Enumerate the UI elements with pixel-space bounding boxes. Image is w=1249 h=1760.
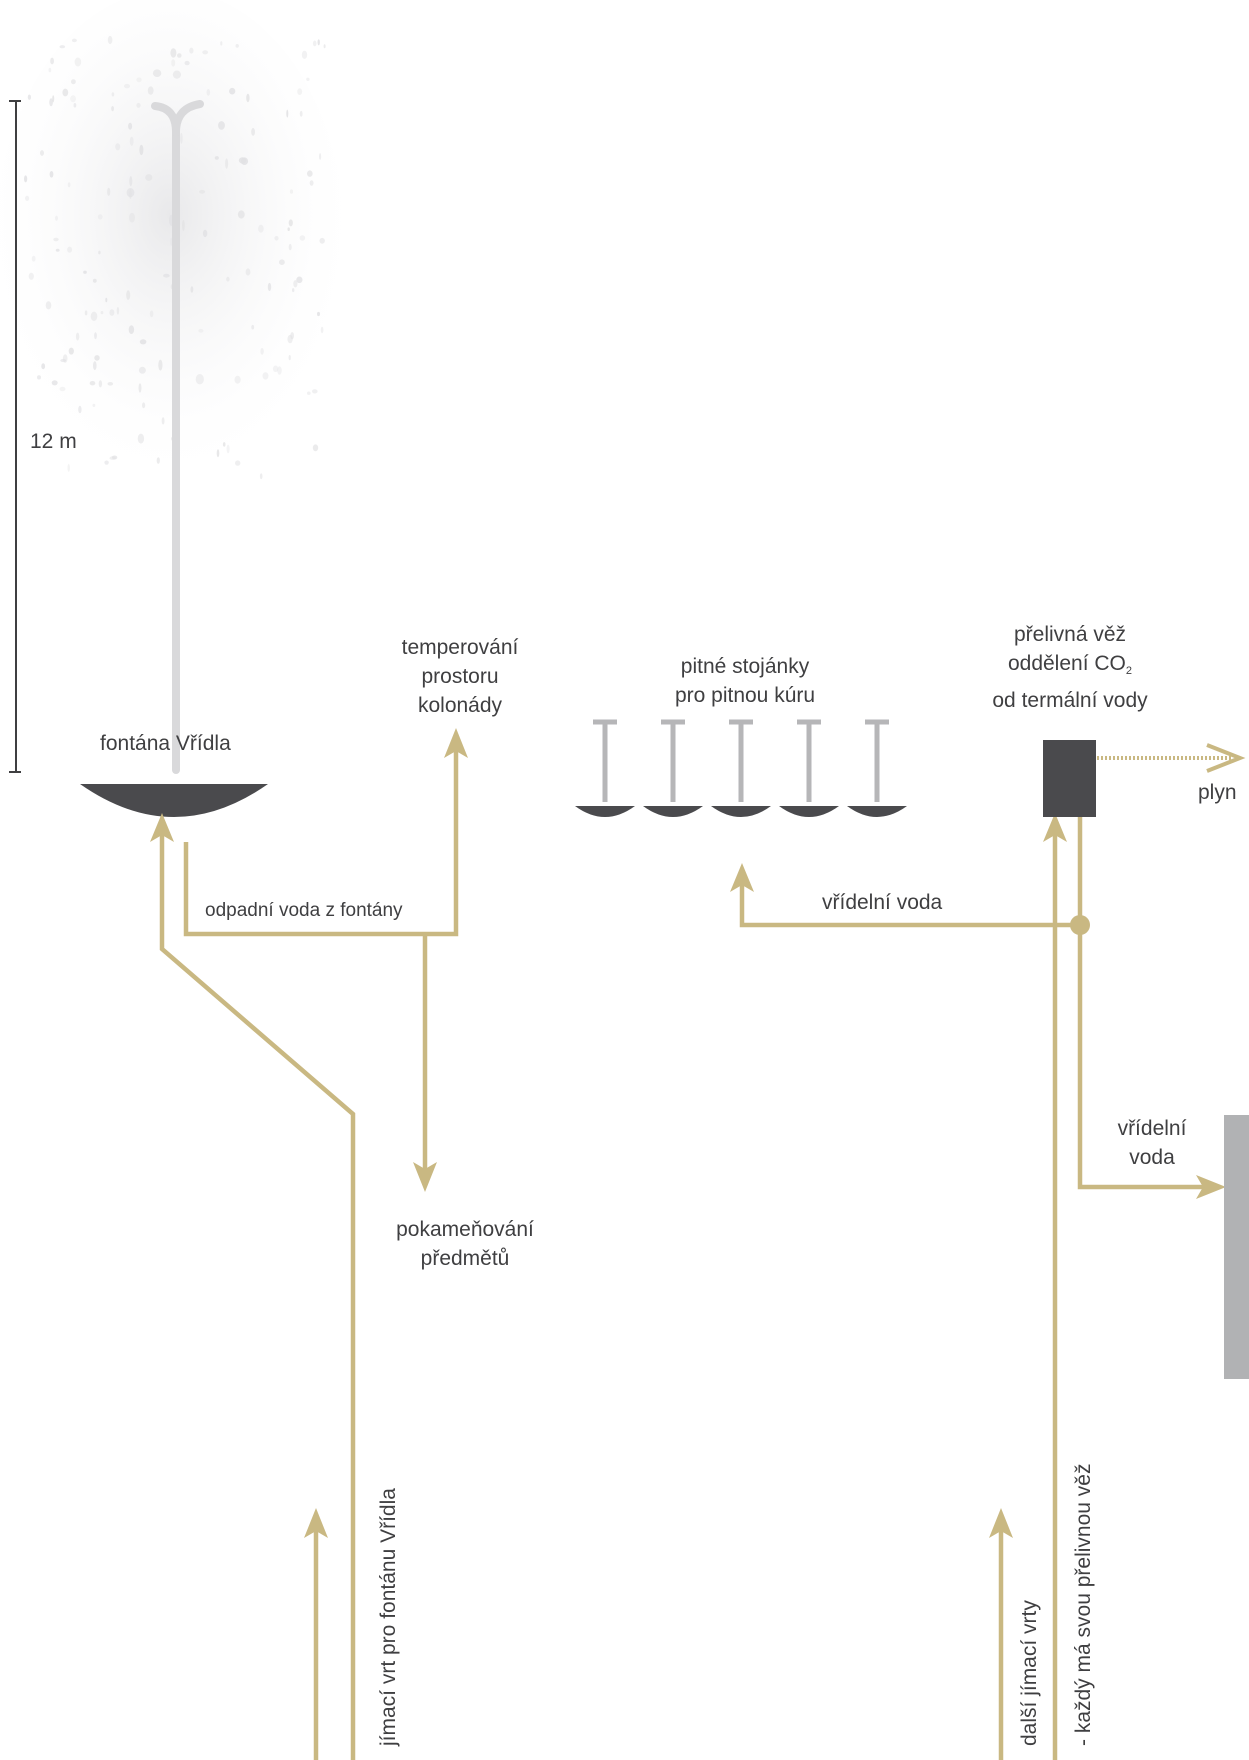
pipe-tower-outflow [1077, 815, 1210, 1190]
temperovani-label: temperování prostoru kolonády [385, 633, 535, 720]
temperovani-line-1: temperování [401, 636, 519, 659]
arrow-intake-right [989, 1508, 1013, 1538]
pokamenovani-line-2: předmětů [420, 1247, 510, 1270]
arrow-to-fountain [150, 813, 174, 842]
temperovani-line-2: prostoru [421, 665, 499, 688]
arrow-pokamenovani [413, 1162, 437, 1192]
tower-line-2-text: oddělení CO [1007, 652, 1126, 675]
plyn-label: plyn [1198, 781, 1237, 804]
side-panel [1224, 1115, 1249, 1379]
tower-line-1: přelivná věž [1013, 623, 1127, 646]
drinking-tap-icon [847, 719, 907, 817]
drinking-taps [575, 719, 907, 817]
tower-line-2-sub: 2 [1125, 665, 1133, 677]
arrow-to-panel [1196, 1175, 1226, 1199]
stojanky-line-1: pitné stojánky [680, 655, 810, 678]
scale-bar [9, 100, 21, 773]
jimaci-vrt-label: jímací vrt pro fontánu Vřídla [377, 1488, 400, 1746]
arrowheads [150, 728, 1226, 1538]
vridelni-line-2: voda [1129, 1146, 1175, 1169]
arrow-intake-left [304, 1508, 328, 1538]
pipe-waste-water [183, 745, 459, 937]
temperovani-line-3: kolonády [417, 694, 503, 717]
fountain-bowl-icon [80, 784, 268, 817]
arrow-temperovani [444, 728, 468, 758]
drinking-tap-icon [575, 719, 635, 817]
pipes [159, 745, 1210, 1760]
drinking-tap-icon [779, 719, 839, 817]
drinking-tap-icon [711, 719, 771, 817]
vridelni-line-1: vřídelní [1117, 1117, 1187, 1140]
tower-line-2: oddělení CO2 [972, 649, 1168, 686]
scale-label: 12 m [30, 430, 77, 453]
vridelni-voda-split-label: vřídelní voda [1104, 1114, 1200, 1172]
odpadni-label: odpadní voda z fontány [205, 900, 403, 921]
pokamenovani-label: pokameňování předmětů [390, 1215, 540, 1273]
tower-line-3: od termální vody [992, 689, 1148, 712]
fountain-label: fontána Vřídla [100, 732, 231, 755]
stojanky-label: pitné stojánky pro pitnou kúru [652, 652, 838, 710]
water-jet-icon [151, 100, 204, 774]
pipe-to-stojanky [739, 875, 1080, 928]
overflow-tower-icon [1043, 740, 1096, 817]
dalsi-vrty-label: další jímací vrty [1018, 1600, 1041, 1746]
pipe-junction [1070, 915, 1090, 935]
arrow-stojanky [730, 863, 754, 892]
pokamenovani-line-1: pokameňování [396, 1218, 534, 1241]
gas-arrow [1093, 743, 1246, 773]
kazdy-vez-label: - každý má svou přelivnou věž [1072, 1463, 1095, 1746]
drinking-tap-icon [643, 719, 703, 817]
arrow-tower-intake [1043, 813, 1067, 842]
stojanky-line-2: pro pitnou kúru [674, 684, 816, 707]
vridelni-voda-label: vřídelní voda [822, 891, 943, 914]
tower-label: přelivná věž oddělení CO2 od termální vo… [972, 620, 1168, 715]
pipe-intake-fountain [159, 825, 356, 1760]
